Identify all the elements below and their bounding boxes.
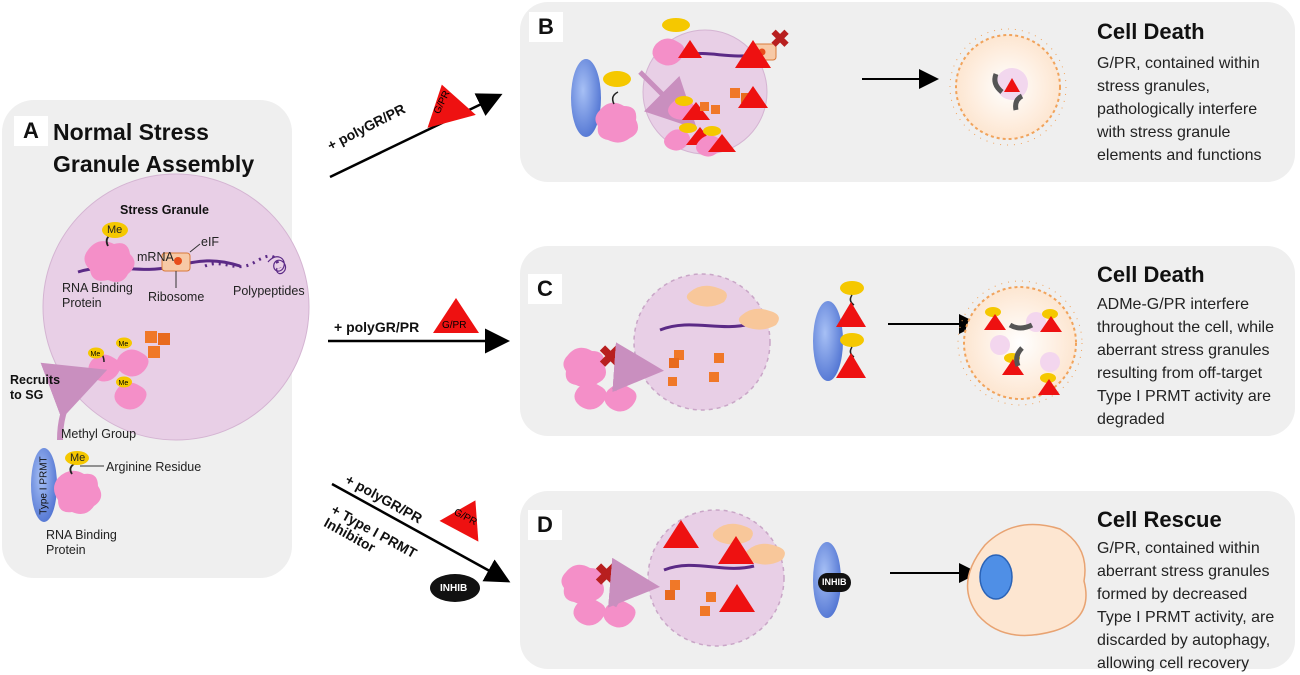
panel-a-letter: A bbox=[14, 116, 48, 146]
type-i-prmt-a bbox=[31, 448, 57, 522]
panel-d-description: G/PR, contained within aberrant stress g… bbox=[1097, 540, 1275, 672]
recruits-label: Recruits to SG bbox=[10, 373, 61, 402]
eif-label: eIF bbox=[201, 235, 220, 249]
gpr-triangle-b bbox=[427, 84, 476, 128]
me-label: Me bbox=[107, 224, 123, 236]
rbp-label: RNA Binding Protein bbox=[62, 281, 133, 310]
rna-binding-protein-a bbox=[84, 241, 135, 282]
stress-granule-label: Stress Granule bbox=[120, 203, 209, 217]
panel-c-description: ADMe-G/PR interfere throughout the cell,… bbox=[1097, 296, 1274, 428]
svg-text:Me: Me bbox=[91, 351, 101, 358]
svg-text:✖: ✖ bbox=[770, 26, 790, 53]
inhib-badge-arrow bbox=[430, 574, 480, 602]
arrow-a-to-b bbox=[329, 93, 503, 179]
svg-text:✖: ✖ bbox=[594, 559, 619, 592]
type-i-prmt-label: Type I PRMT bbox=[38, 456, 50, 515]
healthy-cell-d bbox=[966, 523, 1087, 637]
me-badge-a bbox=[102, 222, 128, 238]
svg-text:Me: Me bbox=[119, 341, 129, 348]
inhib-label-arrow: INHIB bbox=[440, 583, 468, 594]
gpr-triangle-c bbox=[433, 298, 479, 333]
gpr-triangle-d bbox=[439, 500, 479, 542]
gpr-c: G/PR bbox=[442, 320, 467, 331]
methyl-group-label: Methyl Group bbox=[61, 427, 137, 441]
panel-b-title: Cell Death bbox=[1097, 19, 1205, 44]
svg-text:✖: ✖ bbox=[598, 341, 623, 374]
polypeptide-dots bbox=[204, 254, 282, 269]
panel-c-letter: C bbox=[528, 274, 562, 304]
panel-a-title: Normal Stress Granule Assembly bbox=[53, 119, 255, 177]
rbp-label-2: RNA Binding Protein bbox=[46, 528, 117, 557]
arginine-residue-label: Arginine Residue bbox=[106, 460, 202, 474]
polypeptides-label: Polypeptides bbox=[233, 284, 305, 298]
polypeptides-icon bbox=[267, 256, 287, 275]
arrow-c-label: + polyGR/PR bbox=[334, 319, 420, 335]
me-label-prmt: Me bbox=[70, 452, 86, 464]
panel-c-title: Cell Death bbox=[1097, 262, 1205, 287]
panel-b-letter: B bbox=[529, 12, 563, 42]
arrow-a-to-d bbox=[331, 482, 511, 583]
panel-d-letter: D bbox=[528, 510, 562, 540]
panel-b-description: G/PR, contained within stress granules, … bbox=[1097, 55, 1262, 164]
eif-dot bbox=[174, 257, 182, 265]
svg-text:Me: Me bbox=[119, 380, 129, 387]
recruits-arrow bbox=[40, 362, 108, 441]
mrna-label: mRNA bbox=[137, 250, 174, 264]
dead-cell-c bbox=[957, 280, 1083, 406]
dead-cell-b bbox=[949, 28, 1067, 146]
panel-d-title: Cell Rescue bbox=[1097, 507, 1222, 532]
inhib-label-d: INHIB bbox=[818, 573, 851, 592]
ribosome-label: Ribosome bbox=[148, 290, 205, 304]
